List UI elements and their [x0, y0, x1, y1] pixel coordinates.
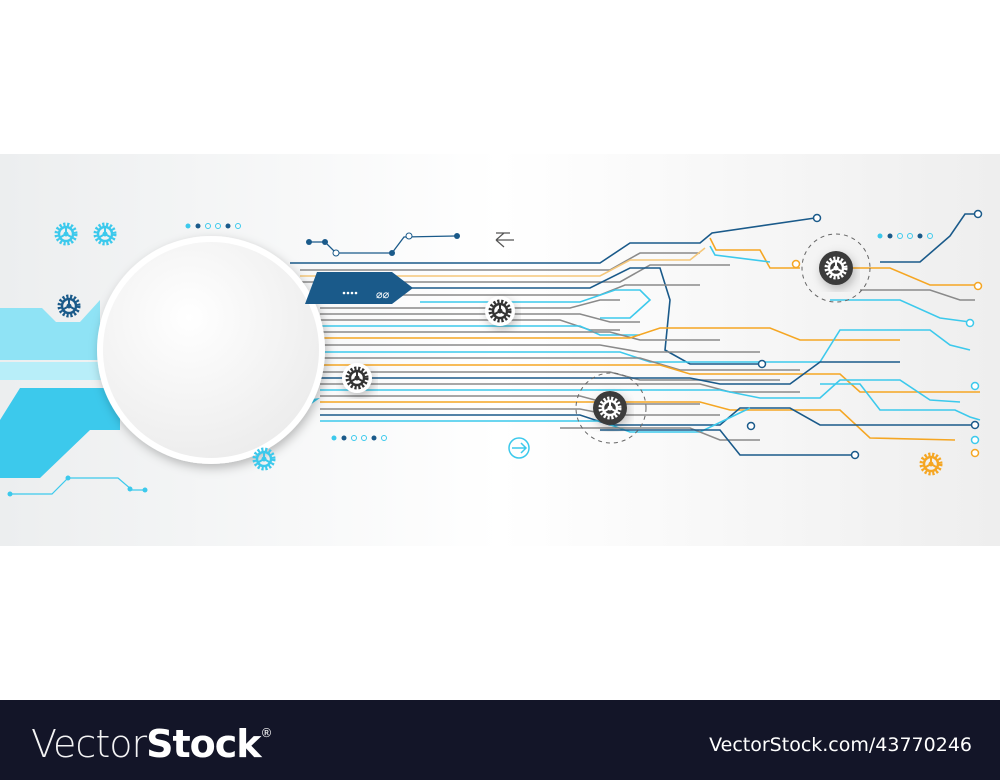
logo-vector: Vector — [31, 722, 147, 766]
circuit-illustration: ⌀⌀ — [0, 154, 1000, 546]
vectorstock-logo: VectorStock® — [31, 722, 273, 766]
svg-text:⌀⌀: ⌀⌀ — [376, 288, 390, 301]
stock-id: VectorStock.com/43770246 — [709, 734, 972, 756]
logo-stock: Stock — [146, 722, 261, 766]
watermark-bar: VectorStock® VectorStock.com/43770246 — [0, 700, 1000, 780]
registered-mark: ® — [260, 726, 273, 740]
